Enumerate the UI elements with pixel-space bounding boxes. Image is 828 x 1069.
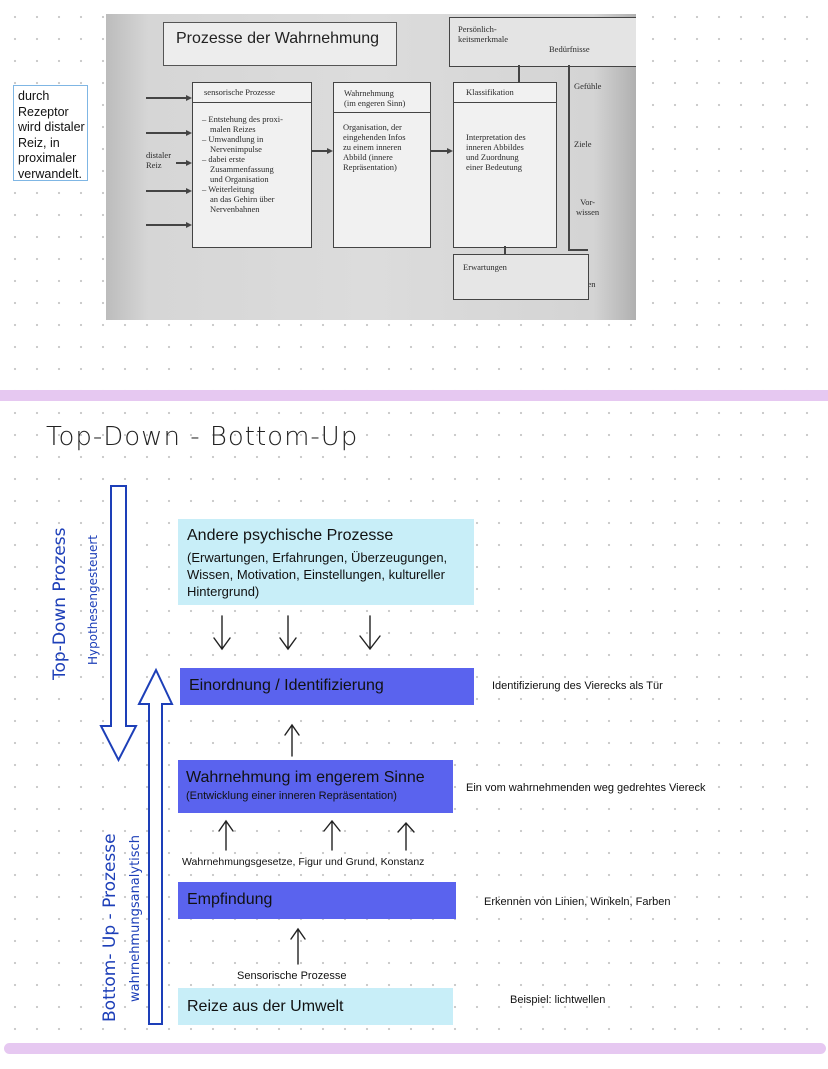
- perception-box: [333, 82, 431, 248]
- other-psychological-processes-box: Andere psychische Prozesse (Erwartungen,…: [178, 519, 474, 605]
- sensation-label: Empfindung: [187, 891, 273, 908]
- note-line: durch: [18, 89, 50, 103]
- classification-identification-box: Einordnung / Identifizierung: [180, 668, 474, 705]
- top-down-label: Top-Down Prozess: [50, 527, 70, 680]
- up-arrow: [290, 927, 306, 965]
- perception-narrow-sense-sublabel: (Entwicklung einer inneren Repräsentatio…: [186, 790, 397, 802]
- side-note-stimuli: Beispiel: lichtwellen: [510, 994, 606, 1006]
- sensory-process-body: – Entstehung des proxi-malen Reizes – Um…: [202, 114, 283, 214]
- perception-laws-text: Wahrnehmungsgesetze, Figur und Grund, Ko…: [182, 856, 425, 868]
- label-ziele: Ziele: [574, 139, 592, 149]
- top-down-bottom-up-arrows: [99, 485, 174, 1025]
- side-note-perception: Ein vom wahrnehmenden weg gedrehtes Vier…: [466, 782, 706, 794]
- perception-narrow-sense-label: Wahrnehmung im engerem Sinne: [186, 769, 425, 786]
- note-line: verwandelt.: [18, 166, 82, 181]
- label-beduerfnisse: Bedürfnisse: [549, 44, 590, 54]
- environment-stimuli-box: Reize aus der Umwelt: [178, 988, 453, 1025]
- margin-note: durch Rezeptor wird distaler Reiz, in pr…: [13, 85, 88, 181]
- note-line: wird distaler: [18, 120, 85, 134]
- photo-title: Prozesse der Wahrnehmung: [176, 30, 380, 47]
- personality-label: Persönlich-keitsmerkmale: [458, 24, 509, 44]
- label-vorwissen: Vor-wissen: [576, 197, 600, 217]
- side-note-identification: Identifizierung des Vierecks als Tür: [492, 680, 663, 692]
- sensation-box: Empfindung: [178, 882, 456, 919]
- classification-box: [453, 82, 557, 248]
- classification-identification-label: Einordnung / Identifizierung: [189, 677, 384, 694]
- note-line: Rezeptor: [18, 104, 69, 119]
- scanned-diagram-photo: Prozesse der Wahrnehmung Persönlich-keit…: [106, 14, 636, 320]
- perception-narrow-sense-box: Wahrnehmung im engerem Sinne (Entwicklun…: [178, 760, 453, 813]
- perception-title: Wahrnehmung(im engeren Sinn): [344, 88, 406, 108]
- section-divider: [0, 390, 828, 401]
- expectations-label: Erwartungen: [463, 262, 507, 272]
- sensory-process-box: [192, 82, 312, 248]
- down-arrows: [213, 615, 381, 651]
- section-divider: [4, 1043, 826, 1054]
- sensory-process-title: sensorische Prozesse: [204, 87, 276, 97]
- side-note-sensation: Erkennen von Linien, Winkeln, Farben: [484, 896, 671, 908]
- label-gefuehle: Gefühle: [574, 81, 602, 91]
- note-line: proximaler: [18, 151, 77, 165]
- photo-title-box: [163, 22, 397, 66]
- personality-box: [449, 17, 636, 67]
- sensory-processes-text: Sensorische Prozesse: [237, 970, 347, 982]
- classification-title: Klassifikation: [466, 87, 514, 97]
- other-processes-subtext: (Erwartungen, Erfahrungen, Überzeugungen…: [187, 550, 448, 599]
- other-processes-title: Andere psychische Prozesse: [187, 527, 394, 544]
- up-arrow: [284, 723, 300, 757]
- up-arrows: [218, 819, 415, 851]
- environment-stimuli-label: Reize aus der Umwelt: [187, 998, 344, 1015]
- section-heading: Top-Down - Bottom-Up: [46, 422, 359, 452]
- note-line: Reiz, in: [18, 135, 60, 150]
- expectations-box: [453, 254, 589, 300]
